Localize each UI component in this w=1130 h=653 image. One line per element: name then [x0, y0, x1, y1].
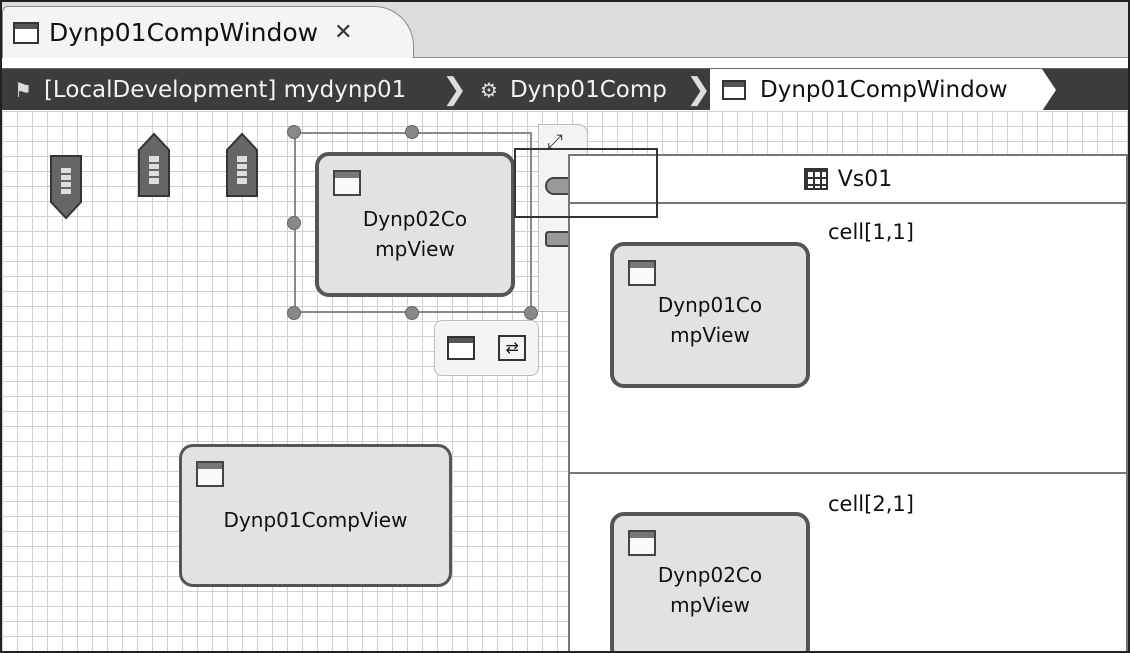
tab-title: Dynp01CompWindow	[49, 18, 319, 47]
breadcrumb-separator: ❯	[686, 72, 712, 107]
breadcrumb: ⚑ [LocalDevelopment] mydynp01 ❯ ⚙ Dynp01…	[2, 68, 1128, 111]
view-label: Dynp02Co mpView	[657, 563, 763, 617]
resize-handle[interactable]	[524, 306, 538, 320]
window-icon	[722, 80, 746, 100]
component-icon: ⚙	[480, 78, 498, 102]
context-palette-bottom: ⇄	[434, 320, 539, 376]
breadcrumb-separator: ❯	[442, 72, 468, 107]
view-dynp02compview-selected[interactable]: Dynp02Co mpView	[315, 152, 515, 297]
viewset-vs01[interactable]: Vs01 cell[1,1] cell[2,1] Dynp01Co mpView…	[568, 154, 1128, 651]
breadcrumb-label: [LocalDevelopment] mydynp01	[43, 77, 407, 103]
cell-label: cell[2,1]	[828, 492, 914, 516]
connect-icon[interactable]: ⤢	[547, 129, 563, 153]
cell-label: cell[1,1]	[828, 220, 914, 244]
grid-icon	[803, 168, 828, 190]
inbound-plug-icon[interactable]	[225, 132, 259, 198]
view-label: Dynp01Co mpView	[657, 293, 763, 347]
view-icon	[333, 170, 361, 196]
viewset-header: Vs01	[570, 156, 1126, 204]
resize-handle[interactable]	[287, 125, 301, 139]
resize-handle[interactable]	[287, 216, 301, 230]
breadcrumb-label: Dynp01Comp	[509, 77, 667, 103]
embed-view-icon[interactable]	[446, 336, 475, 360]
view-label: Dynp02Co mpView	[362, 207, 468, 261]
window-icon	[13, 21, 39, 44]
view-dynp01compview-cell[interactable]: Dynp01Co mpView	[610, 242, 810, 388]
breadcrumb-item-component[interactable]: ⚙ Dynp01Comp	[480, 69, 667, 111]
view-icon	[628, 260, 656, 286]
breadcrumb-arrow	[1042, 69, 1056, 111]
breadcrumb-item-window[interactable]: Dynp01CompWindow	[710, 69, 1042, 111]
view-label: Dynp01CompView	[223, 508, 408, 532]
resize-handle[interactable]	[287, 306, 301, 320]
resize-handle[interactable]	[405, 306, 419, 320]
close-icon[interactable]: ✕	[334, 20, 353, 45]
resize-handle[interactable]	[405, 125, 419, 139]
tab-strip: Dynp01CompWindow ✕	[2, 2, 1128, 58]
embed-interface-icon[interactable]: ⇄	[498, 335, 527, 361]
outbound-plug-icon[interactable]	[49, 154, 83, 220]
breadcrumb-item-project[interactable]: ⚑ [LocalDevelopment] mydynp01	[14, 69, 406, 111]
view-dynp02compview-cell[interactable]: Dynp02Co mpView	[610, 512, 810, 651]
project-icon: ⚑	[14, 78, 32, 102]
viewset-row-divider	[570, 472, 1126, 474]
view-icon	[628, 530, 656, 556]
inbound-plug-icon[interactable]	[137, 132, 171, 198]
breadcrumb-label: Dynp01CompWindow	[760, 77, 1008, 103]
view-icon	[196, 461, 224, 487]
tab-dynp01compwindow[interactable]: Dynp01CompWindow ✕	[2, 6, 414, 58]
viewset-title: Vs01	[837, 166, 893, 192]
view-dynp01compview[interactable]: Dynp01CompView	[179, 444, 452, 587]
